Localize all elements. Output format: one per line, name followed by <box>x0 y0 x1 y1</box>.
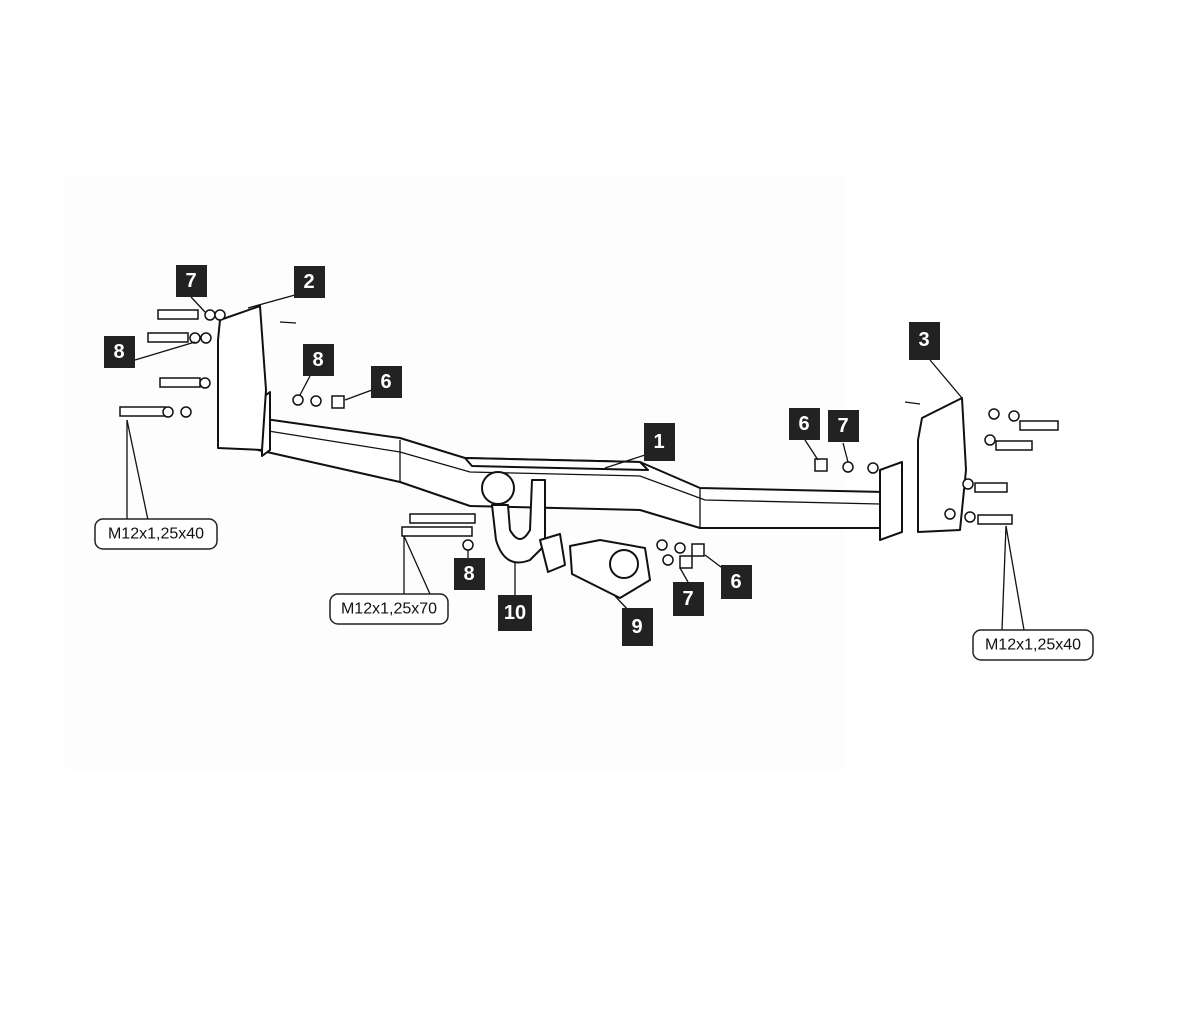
part-tag-8: 8 <box>303 344 334 376</box>
svg-text:8: 8 <box>463 563 474 585</box>
svg-text:2: 2 <box>303 271 314 293</box>
part-tag-7: 7 <box>176 265 207 297</box>
part-tag-7: 7 <box>673 582 704 616</box>
part-tag-9: 9 <box>622 608 653 646</box>
bolt-spec-left: M12x1,25x40 <box>94 518 218 550</box>
socket-plate <box>569 539 651 599</box>
bolt-spec-center: M12x1,25x70 <box>329 593 449 625</box>
leader-lines <box>126 294 1025 631</box>
svg-text:M12x1,25x70: M12x1,25x70 <box>341 601 437 618</box>
part-tag-10: 10 <box>498 595 532 631</box>
tow-ball <box>481 471 566 573</box>
svg-text:8: 8 <box>113 341 124 363</box>
bolts <box>119 309 1059 569</box>
part-tag-8: 8 <box>104 336 135 368</box>
svg-text:M12x1,25x40: M12x1,25x40 <box>985 637 1081 654</box>
svg-text:6: 6 <box>730 571 741 593</box>
part-tag-2: 2 <box>294 266 325 298</box>
svg-text:10: 10 <box>504 602 526 624</box>
svg-text:7: 7 <box>185 270 196 292</box>
part-tag-1: 1 <box>644 423 675 461</box>
svg-text:M12x1,25x40: M12x1,25x40 <box>108 526 204 543</box>
part-tag-8: 8 <box>454 558 485 590</box>
svg-text:6: 6 <box>798 413 809 435</box>
svg-text:9: 9 <box>631 616 642 638</box>
part-tag-6: 6 <box>371 366 402 398</box>
part-tag-6: 6 <box>721 565 752 599</box>
svg-text:7: 7 <box>837 415 848 437</box>
svg-text:8: 8 <box>312 349 323 371</box>
part-tag-3: 3 <box>909 322 940 360</box>
bolt-spec-right: M12x1,25x40 <box>972 629 1094 661</box>
svg-text:3: 3 <box>918 329 929 351</box>
part-tag-6: 6 <box>789 408 820 440</box>
svg-text:7: 7 <box>682 588 693 610</box>
left-bracket <box>217 305 267 451</box>
part-tag-7: 7 <box>828 410 859 442</box>
svg-text:1: 1 <box>653 431 664 453</box>
right-bracket <box>917 397 967 533</box>
svg-text:6: 6 <box>380 371 391 393</box>
